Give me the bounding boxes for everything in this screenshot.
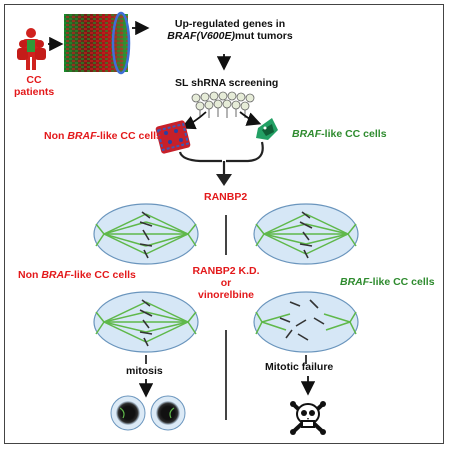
non-prefix: Non [18, 269, 42, 281]
cc-cells-suffix: -like CC cells [321, 128, 387, 140]
braf-word: BRAF [41, 269, 71, 281]
figure-frame [4, 4, 444, 444]
daughter-cell-icon [150, 395, 186, 431]
cc-cells-suffix: -like CC cells [70, 269, 136, 281]
cell-cluster-icon [155, 120, 191, 154]
spindle-cell-icon [253, 203, 359, 265]
spindle-cell-icon [253, 291, 359, 353]
mitotic-failure-label: Mitotic failure [265, 361, 334, 373]
braf-word: BRAF [67, 130, 97, 142]
treatment-line1: RANBP2 K.D. [192, 265, 260, 277]
upregulated-line2: BRAF(V600E)mut tumors [150, 30, 310, 42]
patient-figure-icon [17, 28, 46, 70]
cc-cells-suffix: -like CC cells [369, 276, 435, 288]
cell-cluster-icon [256, 118, 278, 140]
braf-word: BRAF [292, 128, 322, 140]
braf-word: BRAF [340, 276, 370, 288]
arrow-screen-to-nonbraf [180, 111, 207, 130]
arrow-screen-to-braf [239, 111, 262, 126]
spindle-cell-icon [93, 203, 199, 265]
patients-label: CC patients [14, 74, 54, 98]
treatment-label: RANBP2 K.D. or vinorelbine [184, 265, 268, 301]
converging-arrow-head [216, 174, 232, 186]
upregulated-suffix: mut tumors [234, 30, 293, 42]
converging-arrow [178, 141, 264, 179]
upregulated-line1: Up-regulated genes in [174, 18, 286, 30]
non-braf-cells-label-top: Non BRAF-like CC cells [44, 130, 162, 142]
mitosis-label: mitosis [126, 365, 163, 377]
braf-v600e-gene: BRAF(V600E) [167, 30, 235, 42]
braf-cells-label-top: BRAF-like CC cells [292, 128, 387, 140]
patients-label-line2: patients [14, 86, 55, 98]
cc-cells-suffix: -like CC cells [96, 130, 162, 142]
braf-cells-label-bottom: BRAF-like CC cells [340, 276, 435, 288]
patients-label-line1: CC [26, 74, 42, 86]
shrna-pool-icon [191, 91, 255, 118]
sl-screening-label: SL shRNA screening [175, 77, 279, 89]
treatment-line2: or [220, 277, 232, 289]
upregulated-genes-label: Up-regulated genes in BRAF(V600E)mut tum… [150, 18, 310, 42]
daughter-cell-icon [110, 395, 146, 431]
treatment-line3: vinorelbine [197, 289, 254, 301]
non-prefix: Non [44, 130, 68, 142]
non-braf-cells-label-bottom: Non BRAF-like CC cells [18, 269, 136, 281]
heatmap-icon [64, 11, 131, 75]
skull-crossbones-icon [290, 401, 326, 435]
ranbp2-label: RANBP2 [204, 191, 248, 203]
spindle-cell-icon [93, 291, 199, 353]
